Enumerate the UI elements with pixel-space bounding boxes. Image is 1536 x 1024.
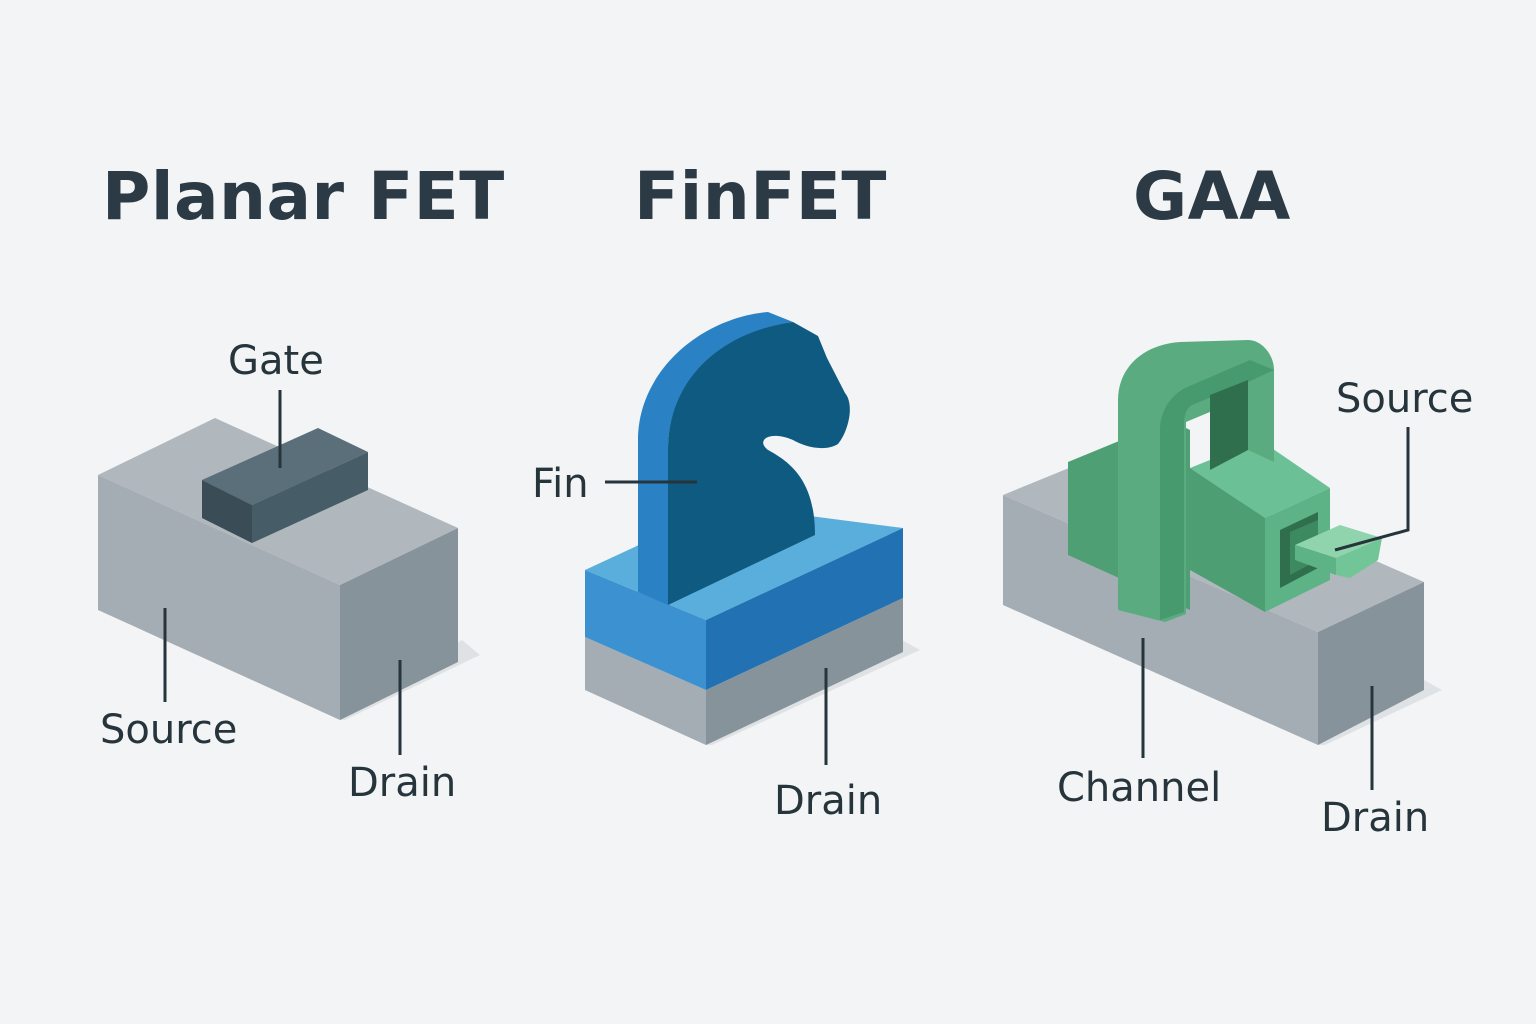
fin-horse-shape <box>638 312 850 605</box>
gaa-green-gate <box>1068 340 1382 622</box>
planar-fet-diagram <box>98 390 480 755</box>
planar-fet-title: Planar FET <box>102 158 505 235</box>
gaa-source-leader-line <box>1334 427 1410 552</box>
gaa-diagram <box>1003 340 1442 790</box>
finfet-diagram <box>585 312 920 765</box>
gaa-source-label: Source <box>1336 376 1474 422</box>
finfet-drain-label: Drain <box>774 778 883 824</box>
planar-source-label: Source <box>100 707 238 753</box>
planar-drain-label: Drain <box>348 760 457 806</box>
gaa-title: GAA <box>1133 158 1291 235</box>
planar-gate-label: Gate <box>228 338 324 384</box>
finfet-substrate-block <box>585 598 920 745</box>
channel-label: Channel <box>1057 765 1222 811</box>
planar-gate-block <box>202 428 368 543</box>
gaa-drain-label: Drain <box>1321 795 1430 841</box>
fin-label: Fin <box>532 461 589 507</box>
finfet-title: FinFET <box>634 158 887 235</box>
